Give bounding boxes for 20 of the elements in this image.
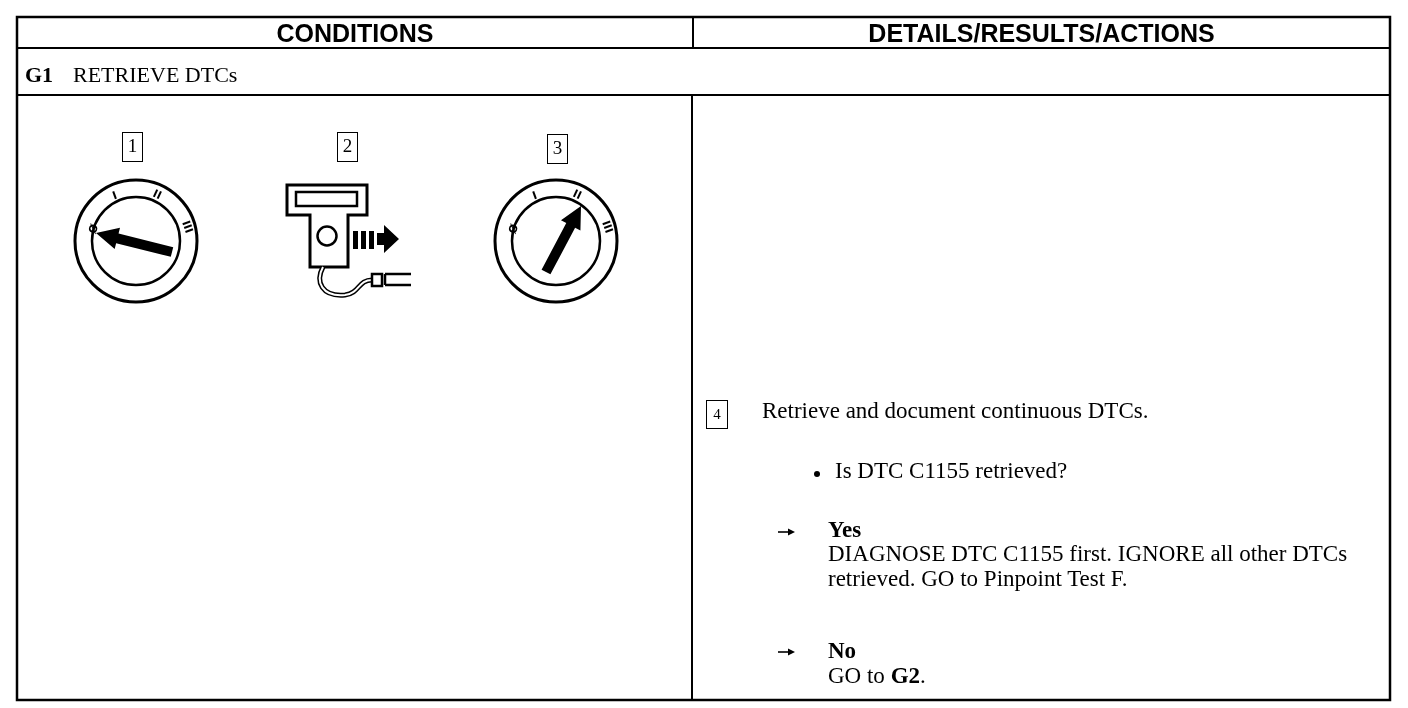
step-title: RETRIEVE DTCs — [73, 63, 239, 87]
dial-mark: II — [149, 186, 165, 204]
callout-number: 2 — [337, 132, 358, 162]
dial-mark: III — [178, 217, 196, 237]
answer-label: Yes — [828, 518, 863, 543]
callout-number: 1 — [122, 132, 143, 162]
dial-mark: I — [529, 188, 540, 204]
answer-label: No — [828, 639, 858, 664]
action-text: GO to G2. — [828, 664, 927, 689]
dial-mark: II — [569, 186, 585, 204]
dial-mark: III — [598, 217, 616, 237]
callout-number: 4 — [706, 400, 728, 429]
question-text: Is DTC C1155 retrieved? — [835, 459, 1069, 484]
column-header: DETAILS/RESULTS/ACTIONS — [867, 20, 1216, 47]
step-instruction: Retrieve and document continuous DTCs. — [762, 399, 1150, 424]
step-id: G1 — [25, 63, 55, 87]
dial-mark: I — [109, 188, 120, 204]
action-text: DIAGNOSE DTC C1155 first. IGNORE all other DTCs retrieved. GO to Pinpoint Test F. — [828, 542, 1348, 592]
column-header: CONDITIONS — [275, 20, 435, 47]
callout-number: 3 — [547, 134, 568, 164]
